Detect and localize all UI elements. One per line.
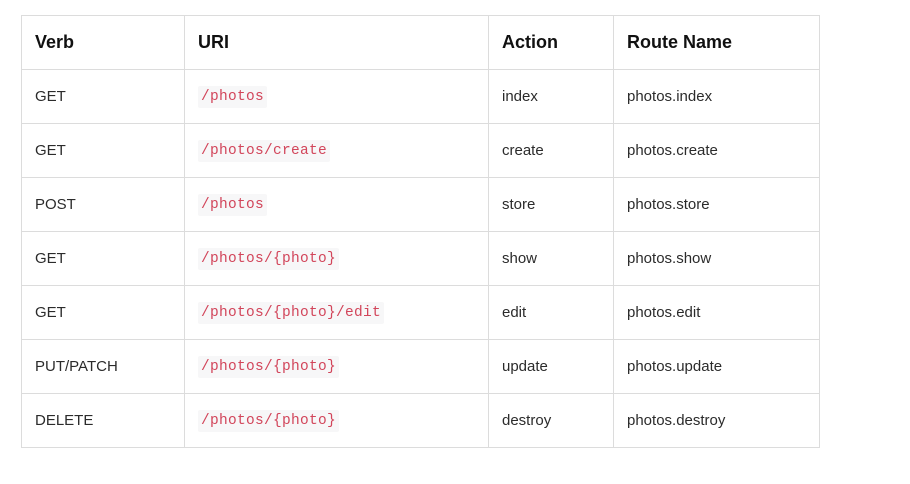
table-row: GET /photos index photos.index xyxy=(21,69,820,124)
cell-verb: GET xyxy=(21,123,185,178)
cell-uri: /photos/{photo} xyxy=(184,393,489,448)
cell-uri: /photos/{photo} xyxy=(184,231,489,286)
cell-route-name: photos.store xyxy=(613,177,820,232)
cell-verb: PUT/PATCH xyxy=(21,339,185,394)
routes-table-container: Verb URI Action Route Name GET /photos i… xyxy=(21,15,820,448)
header-action: Action xyxy=(488,15,614,70)
table-header-row: Verb URI Action Route Name xyxy=(21,15,820,70)
header-verb: Verb xyxy=(21,15,185,70)
cell-action: store xyxy=(488,177,614,232)
uri-code: /photos/{photo} xyxy=(198,355,340,378)
cell-route-name: photos.show xyxy=(613,231,820,286)
cell-verb: GET xyxy=(21,69,185,124)
cell-action: edit xyxy=(488,285,614,340)
resource-routes-table: Verb URI Action Route Name GET /photos i… xyxy=(21,15,820,448)
cell-uri: /photos/create xyxy=(184,123,489,178)
uri-code: /photos/{photo} xyxy=(198,409,340,432)
table-row: POST /photos store photos.store xyxy=(21,177,820,232)
cell-action: update xyxy=(488,339,614,394)
cell-verb: GET xyxy=(21,285,185,340)
uri-code: /photos/{photo}/edit xyxy=(198,301,385,324)
cell-route-name: photos.create xyxy=(613,123,820,178)
cell-action: index xyxy=(488,69,614,124)
uri-code: /photos/{photo} xyxy=(198,247,340,270)
cell-uri: /photos xyxy=(184,177,489,232)
cell-verb: GET xyxy=(21,231,185,286)
table-row: GET /photos/{photo} show photos.show xyxy=(21,231,820,286)
table-row: GET /photos/{photo}/edit edit photos.edi… xyxy=(21,285,820,340)
cell-route-name: photos.update xyxy=(613,339,820,394)
uri-code: /photos xyxy=(198,85,268,108)
table-row: PUT/PATCH /photos/{photo} update photos.… xyxy=(21,339,820,394)
cell-action: destroy xyxy=(488,393,614,448)
uri-code: /photos/create xyxy=(198,139,331,162)
cell-action: show xyxy=(488,231,614,286)
cell-uri: /photos xyxy=(184,69,489,124)
cell-action: create xyxy=(488,123,614,178)
cell-route-name: photos.index xyxy=(613,69,820,124)
cell-route-name: photos.edit xyxy=(613,285,820,340)
cell-verb: POST xyxy=(21,177,185,232)
table-row: DELETE /photos/{photo} destroy photos.de… xyxy=(21,393,820,448)
header-uri: URI xyxy=(184,15,489,70)
uri-code: /photos xyxy=(198,193,268,216)
table-row: GET /photos/create create photos.create xyxy=(21,123,820,178)
header-route-name: Route Name xyxy=(613,15,820,70)
cell-uri: /photos/{photo}/edit xyxy=(184,285,489,340)
cell-uri: /photos/{photo} xyxy=(184,339,489,394)
cell-verb: DELETE xyxy=(21,393,185,448)
cell-route-name: photos.destroy xyxy=(613,393,820,448)
